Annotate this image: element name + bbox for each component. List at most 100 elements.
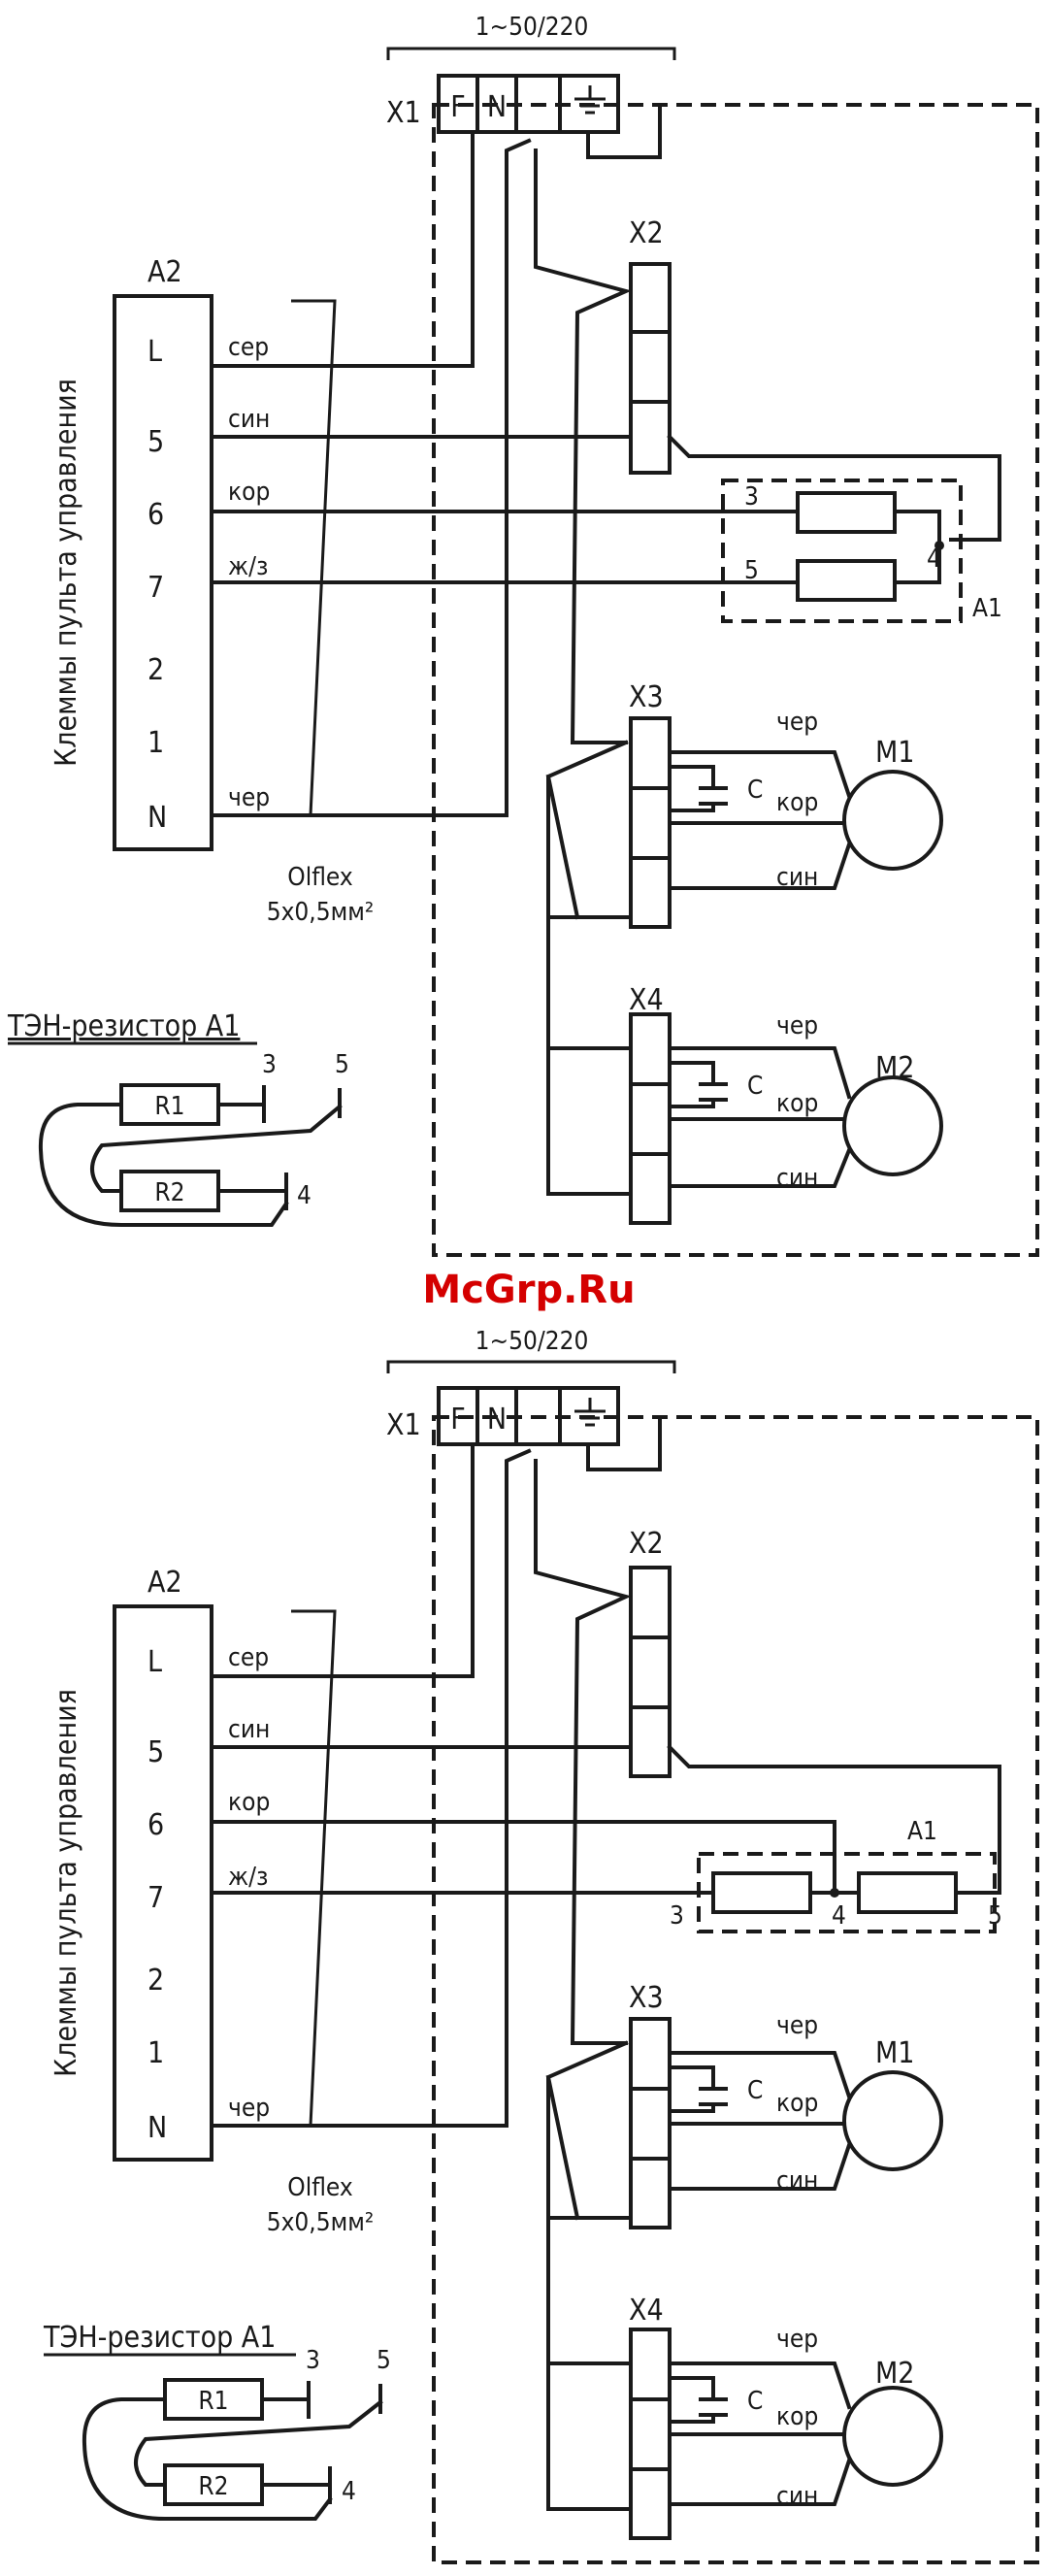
motor-m2-label-2: M2	[875, 2357, 914, 2391]
x1-terminal-f: F	[450, 90, 466, 124]
a1-heater-box-2	[697, 1852, 997, 1933]
a1-label-2: A1	[907, 1817, 937, 1846]
panel-terminal-5: 5	[148, 425, 164, 459]
capacitor-label-4: C	[747, 2387, 763, 2416]
panel-terminal-n: N	[148, 801, 167, 835]
motor-m1-label-2: M1	[875, 2036, 914, 2070]
supply-voltage-label-2: 1~50/220	[475, 1327, 589, 1356]
x2-label: X2	[629, 216, 664, 250]
wire-label-6: кор	[228, 478, 270, 507]
m1-wire-black-2: чер	[776, 2011, 818, 2040]
panel-terminal-6: 6	[148, 498, 164, 532]
m2-wire-blue-2: син	[776, 2482, 818, 2511]
a2-control-panel-2	[113, 1604, 213, 2162]
heater-pin-3: 3	[744, 482, 759, 512]
x4-label-2: X4	[629, 2294, 664, 2328]
wire-label-n: чер	[228, 783, 270, 812]
x3-terminal-block-2	[629, 2017, 672, 2229]
resistor-r2-label: R2	[154, 1178, 184, 1207]
supply-voltage-label: 1~50/220	[475, 13, 589, 42]
heater-resistor-right	[857, 1871, 958, 1914]
m2-wire-black: чер	[776, 1011, 818, 1040]
x2-terminal-block-2	[629, 1566, 672, 1778]
a2-label-2: A2	[148, 1566, 182, 1600]
heater-pin-5: 5	[744, 556, 759, 585]
x1-label: X1	[386, 96, 421, 130]
heater-junction	[934, 541, 944, 550]
panel-terminal-2-2: 2	[148, 1964, 164, 1998]
m1-wire-black: чер	[776, 708, 818, 737]
inset-title-2: ТЭН-резистор А1	[43, 2321, 276, 2355]
capacitor-label-2: C	[747, 1072, 763, 1101]
panel-terminal-n-2: N	[148, 2111, 167, 2145]
wire-l	[210, 130, 475, 368]
m1-wire-brown-2: кор	[776, 2089, 818, 2118]
diagram-bottom: 1~50/220 X1 F N X2 A2 Клеммы пульта упра…	[43, 1327, 1039, 2564]
inset-pin-4-2: 4	[342, 2477, 356, 2506]
watermark: McGrp.Ru	[422, 1268, 635, 1312]
cable-bracket	[291, 299, 337, 817]
wire-label-7: ж/з	[228, 552, 268, 581]
inset-title: ТЭН-резистор А1	[7, 1009, 240, 1043]
motor-m2-label: M2	[875, 1051, 914, 1085]
m1-wire-brown: кор	[776, 788, 818, 817]
panel-terminal-2: 2	[148, 653, 164, 687]
heater-resistor-bottom	[796, 559, 897, 602]
wire-label-5-2: син	[228, 1715, 270, 1744]
heater-resistor-top	[796, 491, 897, 534]
heater-pin-4-2: 4	[832, 1901, 846, 1931]
wire-label-n-2: чер	[228, 2094, 270, 2123]
m1-wire-blue: син	[776, 863, 818, 892]
x1-terminal-n: N	[487, 90, 507, 124]
x2-terminal-block	[629, 262, 672, 475]
supply-bracket	[386, 47, 676, 60]
resistor-r2-label-2: R2	[198, 2472, 228, 2501]
cable-name-2: Olflex	[287, 2173, 353, 2202]
cable-spec-2: 5x0,5мм²	[267, 2208, 375, 2237]
inset-pin-4: 4	[297, 1181, 311, 1210]
x1-label-2: X1	[386, 1408, 421, 1442]
ground-loop	[586, 105, 662, 159]
cable-spec: 5x0,5мм²	[267, 898, 375, 927]
cable-name: Olflex	[287, 863, 353, 892]
panel-terminal-5-2: 5	[148, 1735, 164, 1769]
heater-resistor-left	[711, 1871, 812, 1914]
x1-terminal-n-2: N	[487, 1403, 507, 1437]
wire-label-l-2: сер	[228, 1643, 269, 1672]
motor-m1-2	[842, 2070, 943, 2171]
panel-terminal-1: 1	[148, 726, 164, 760]
resistor-r1-label-2: R1	[198, 2387, 228, 2416]
panel-terminal-1-2: 1	[148, 2036, 164, 2070]
m2-wire-brown-2: кор	[776, 2402, 818, 2431]
m1-wire-blue-2: син	[776, 2166, 818, 2196]
x1-terminal-f-2: F	[450, 1403, 466, 1437]
panel-terminal-l-2: L	[148, 1645, 162, 1679]
capacitor-label: C	[747, 776, 763, 805]
panel-title: Клеммы пульта управления	[49, 379, 83, 767]
wire-label-5: син	[228, 405, 270, 434]
heater-pin-4: 4	[927, 545, 941, 574]
motor-m2-2	[842, 2386, 943, 2487]
inset-pin-5: 5	[335, 1050, 349, 1079]
a2-control-panel	[113, 294, 213, 851]
a2-label: A2	[148, 255, 182, 289]
m2-wire-black-2: чер	[776, 2325, 818, 2354]
a1-heater-box	[721, 479, 963, 623]
panel-terminal-l: L	[148, 335, 162, 369]
wire-6-2	[210, 1820, 836, 1895]
panel-title-2: Клеммы пульта управления	[49, 1689, 83, 2077]
cable-bracket-2	[291, 1609, 337, 2128]
wire-n	[210, 138, 532, 817]
inset-pin-5-2: 5	[377, 2346, 391, 2375]
unit-enclosure-2	[432, 1415, 1039, 2564]
wire-label-6-2: кор	[228, 1788, 270, 1817]
wire-n-2	[210, 1448, 532, 2128]
wire-l-2	[210, 1442, 475, 1678]
x2-label-2: X2	[629, 1527, 664, 1561]
unit-enclosure	[432, 103, 1039, 1257]
motor-m2	[842, 1075, 943, 1176]
panel-terminal-6-2: 6	[148, 1808, 164, 1842]
heater-pin-5-2: 5	[988, 1901, 1002, 1931]
wire-x2-heater	[667, 434, 1001, 542]
